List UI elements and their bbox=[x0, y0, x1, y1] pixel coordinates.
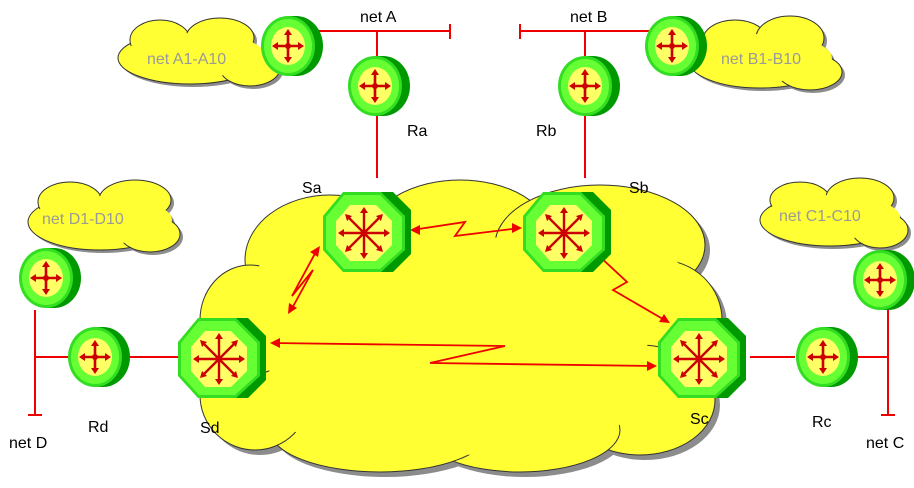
label-rd: Rd bbox=[88, 419, 108, 436]
cloud-net-b: net B1-B10 bbox=[687, 15, 845, 93]
wan-links bbox=[271, 220, 669, 367]
cloud-label-net-b: net B1-B10 bbox=[721, 51, 801, 68]
cloud-label-net-c: net C1-C10 bbox=[779, 208, 861, 225]
cloud-net-a: net A1-A10 bbox=[117, 17, 283, 89]
router-icon-net-c bbox=[851, 248, 914, 312]
cloud-label-net-a: net A1-A10 bbox=[147, 51, 226, 68]
label-rc: Rc bbox=[812, 414, 832, 431]
router-icon-ra bbox=[346, 54, 412, 118]
router-icon-net-a bbox=[259, 14, 325, 78]
switch-icon-sa bbox=[321, 190, 413, 274]
label-sc: Sc bbox=[690, 411, 709, 428]
cloud-net-d: net D1-D10 bbox=[27, 179, 183, 255]
label-sa: Sa bbox=[302, 180, 322, 197]
wired-links bbox=[28, 24, 895, 416]
link-sb-sc bbox=[597, 254, 669, 323]
router-icon-rc bbox=[794, 325, 860, 389]
link-sd-sc bbox=[271, 342, 656, 367]
link-sa-sb bbox=[411, 220, 521, 238]
label-sb: Sb bbox=[629, 180, 649, 197]
switch-icon-sd bbox=[176, 316, 268, 400]
label-net-a: net A bbox=[360, 9, 397, 26]
link-sd-sa bbox=[289, 247, 319, 313]
cloud-label-net-d: net D1-D10 bbox=[42, 211, 124, 228]
cloud-net-c: net C1-C10 bbox=[759, 177, 911, 251]
switch-icon-sb bbox=[521, 190, 613, 274]
router-icon-rb bbox=[556, 54, 622, 118]
label-net-d: net D bbox=[9, 435, 47, 452]
label-net-c: net C bbox=[866, 435, 904, 452]
label-sd: Sd bbox=[200, 420, 220, 437]
switch-icon-sc bbox=[656, 316, 748, 400]
router-icon-net-d bbox=[17, 246, 83, 310]
router-icon-rd bbox=[66, 325, 132, 389]
router-icon-net-b bbox=[643, 14, 709, 78]
label-rb: Rb bbox=[536, 123, 557, 140]
label-net-b: net B bbox=[570, 9, 607, 26]
label-ra: Ra bbox=[407, 123, 428, 140]
